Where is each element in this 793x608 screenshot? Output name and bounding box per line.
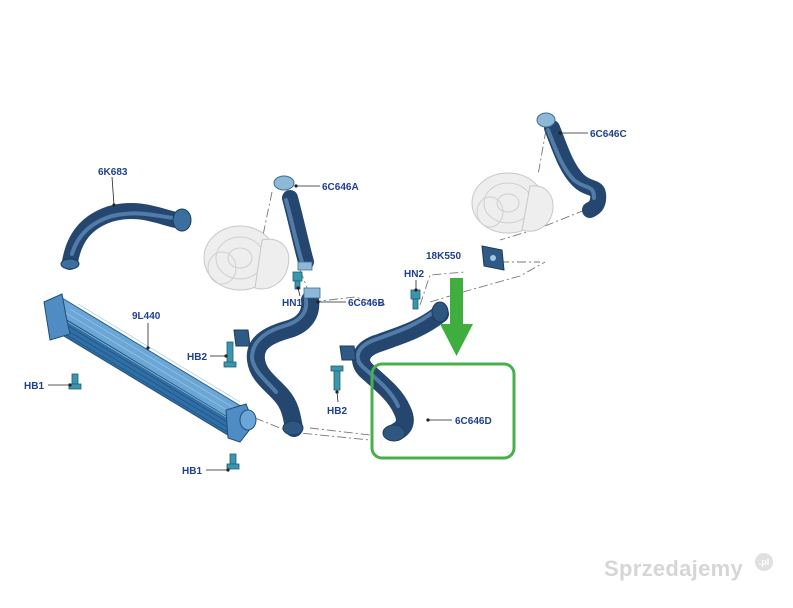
turbocharger-ghost-left	[203, 225, 290, 291]
label-6c646d: 6C646D	[455, 416, 492, 427]
label-6c646c: 6C646C	[590, 129, 627, 140]
label-hb2-left: HB2	[187, 352, 207, 363]
label-9l440: 9L440	[132, 311, 161, 322]
bolt-hb2-mid[interactable]	[330, 365, 344, 391]
label-6k683: 6K683	[98, 167, 128, 178]
intercooler-9l440[interactable]	[43, 293, 257, 443]
bracket-18k550[interactable]	[481, 245, 505, 271]
label-hb2-mid: HB2	[327, 406, 347, 417]
hose-6c646b[interactable]	[246, 287, 321, 437]
label-18k550: 18K550	[426, 251, 461, 262]
label-hb1-bottom: HB1	[182, 466, 202, 477]
label-hn2: HN2	[404, 269, 424, 280]
down-arrow-icon	[440, 278, 473, 356]
bolt-hb2-left[interactable]	[223, 341, 237, 368]
label-6c646a: 6C646A	[322, 182, 359, 193]
hose-6k683[interactable]	[60, 203, 192, 270]
label-6c646b: 6C646B	[348, 298, 385, 309]
bolt-hb1-left[interactable]	[68, 373, 82, 390]
hose-6c646d[interactable]	[352, 301, 449, 442]
leader-lines	[48, 131, 588, 472]
bracket-left-hb2	[233, 329, 251, 347]
nut-hn2[interactable]	[410, 289, 421, 310]
highlight-box	[370, 362, 516, 460]
routing-dashed-lines	[254, 129, 586, 441]
turbocharger-ghost-right	[471, 172, 554, 234]
bolt-hb1-bottom[interactable]	[226, 453, 240, 470]
watermark-text: Sprzedajemy	[604, 556, 744, 581]
nut-hn1[interactable]	[292, 271, 303, 290]
watermark-badge: .pl	[755, 553, 773, 571]
hose-6c646a[interactable]	[273, 175, 314, 271]
label-hb1-left: HB1	[24, 381, 44, 392]
hose-6c646c[interactable]	[536, 112, 607, 218]
bracket-mid-hb2	[339, 345, 357, 361]
label-hn1: HN1	[282, 298, 302, 309]
